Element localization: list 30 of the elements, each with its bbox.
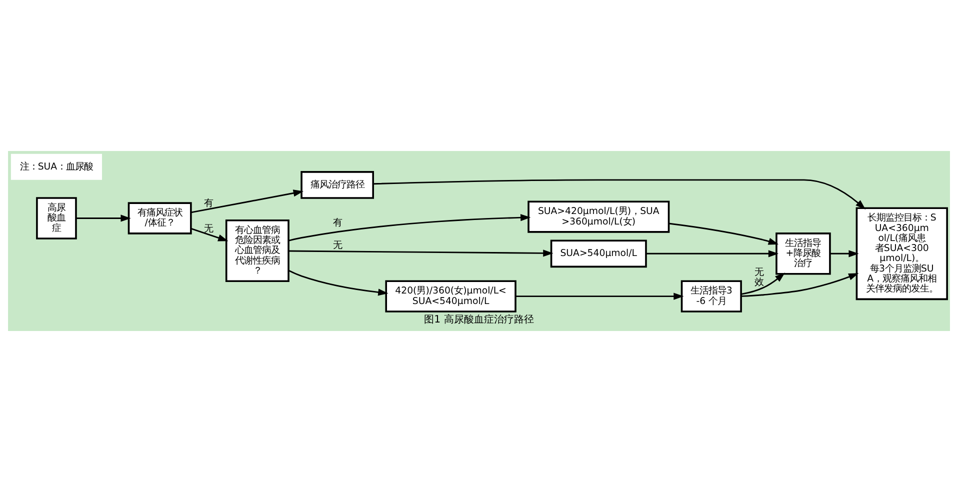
arrow xyxy=(190,189,304,213)
node-box: 有痛风症状/体征？ xyxy=(128,202,192,234)
arrow xyxy=(741,272,786,294)
node-box: 有心血管病危险因素或心血管病及代谢性疾病？ xyxy=(225,219,290,282)
arrow xyxy=(288,249,554,256)
node-box: 生活指导+降尿酸治疗 xyxy=(776,232,831,274)
node-box: SUA>540μmol/L xyxy=(550,239,647,268)
node-box: 痛风治疗路径 xyxy=(300,170,374,198)
node-box: SUA>420μmol/L(男)，SUA>360μmol/L(女) xyxy=(528,200,670,232)
caption: 图1 高尿酸血症治疗路径 xyxy=(424,314,534,325)
arrow xyxy=(288,214,531,241)
arrow xyxy=(373,178,866,209)
arrow xyxy=(741,272,859,296)
arrow xyxy=(288,269,388,296)
edge-label: 无效 xyxy=(754,266,764,288)
node-box: 长期监控目标：SUA<360μmol/L(痛风患者SUA<300μmol/L)。每3个月监测SUA，观察痛风和相关伴发病的发生。 xyxy=(856,206,948,300)
arrow xyxy=(830,250,859,257)
arrow xyxy=(668,222,779,244)
edge-label: 有 xyxy=(332,217,342,228)
label: 注：SUA：血尿酸 xyxy=(20,160,94,172)
arrow xyxy=(516,292,684,300)
edge-label: 无 xyxy=(204,223,214,234)
arrow xyxy=(76,214,131,222)
arrow xyxy=(646,250,779,257)
arrow xyxy=(190,227,228,241)
node-box: 高尿酸血症 xyxy=(36,196,77,239)
edge-label: 有 xyxy=(204,198,214,209)
edge-label: 无 xyxy=(332,240,342,251)
node-box: 生活指导3-6 个月 xyxy=(680,280,742,312)
node-box: 420(男)/360(女)μmol/L<SUA<540μmol/L xyxy=(385,280,516,312)
